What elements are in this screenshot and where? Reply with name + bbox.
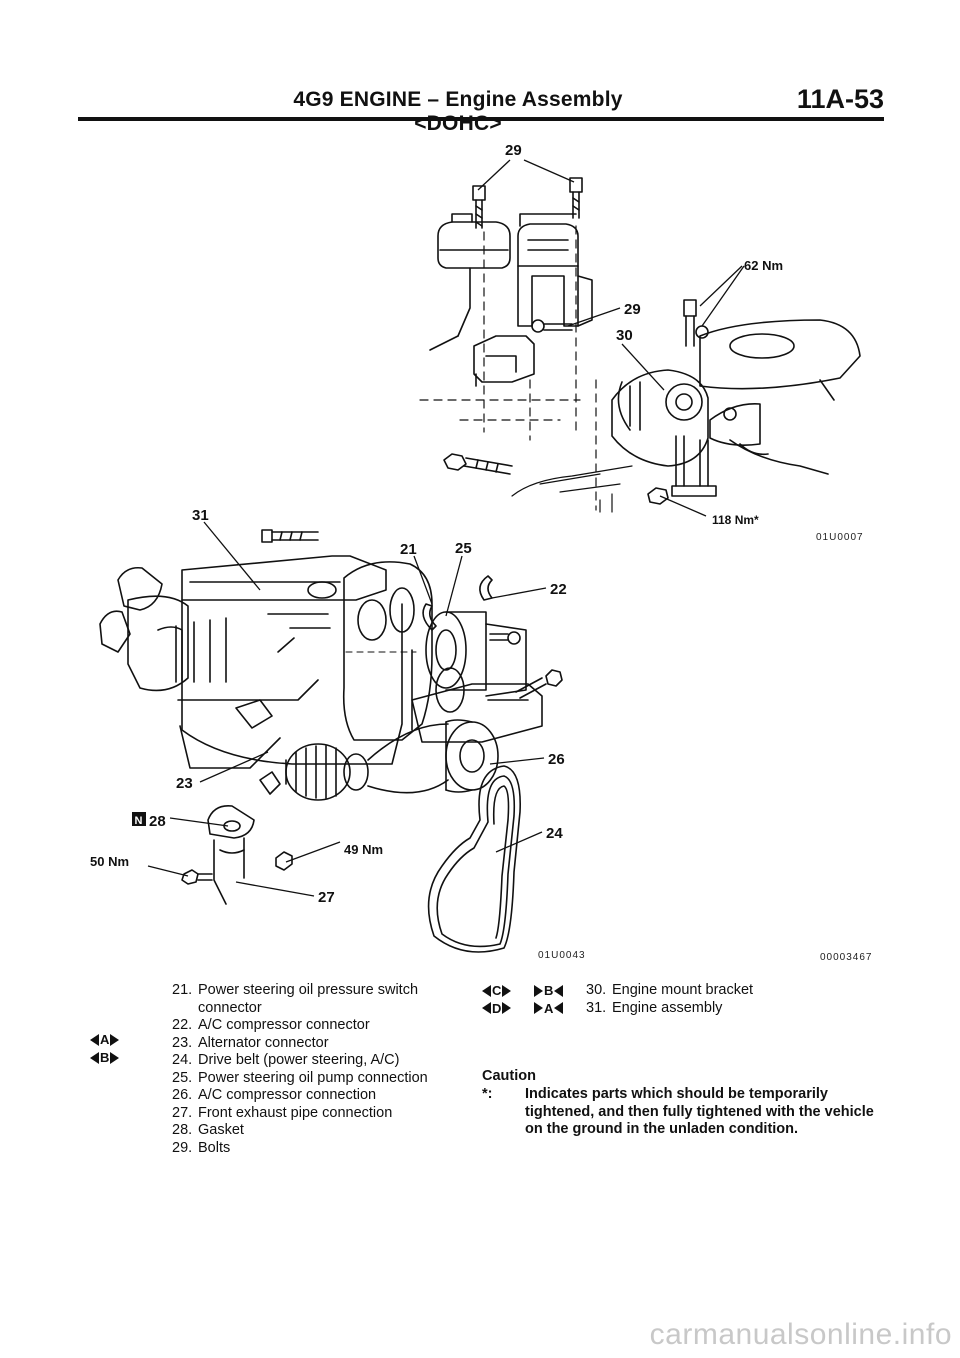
bolt-29-left bbox=[472, 185, 486, 229]
arrow-left-icon bbox=[90, 1051, 99, 1064]
callout-25: 25 bbox=[455, 540, 472, 557]
engine-mount-bracket bbox=[611, 369, 709, 467]
service-mark-b: B bbox=[90, 1050, 120, 1065]
removal-mark: D bbox=[482, 1000, 534, 1018]
callout-31: 31 bbox=[192, 507, 209, 524]
torque-50-nm: 50 Nm bbox=[90, 854, 129, 869]
service-mark-a: A bbox=[90, 1032, 120, 1047]
n-mark-box bbox=[132, 812, 146, 826]
arrow-right-icon bbox=[110, 1033, 120, 1046]
nut-118 bbox=[647, 487, 669, 505]
arrow-left-icon bbox=[482, 984, 491, 997]
mount-studs-lower bbox=[671, 435, 717, 497]
bolt-50 bbox=[181, 869, 213, 885]
engine-top-outline bbox=[511, 465, 633, 513]
watermark-url: carmanualsonline.info bbox=[649, 1318, 952, 1351]
caution-note: *: Indicates parts which should be tempo… bbox=[482, 1086, 882, 1139]
page-number: 11A-53 bbox=[796, 84, 884, 114]
installation-mark: B bbox=[534, 982, 586, 1000]
ps-pump-bracket bbox=[517, 213, 593, 327]
arrow-right-icon bbox=[110, 1051, 120, 1064]
figure-ref-page: 00003467 bbox=[820, 952, 873, 963]
bolt-29-side bbox=[531, 319, 573, 333]
list-item: 22.A/C compressor connector bbox=[172, 1017, 370, 1033]
long-bolt-engine-mount bbox=[443, 453, 513, 475]
n-mark-letter: N bbox=[135, 815, 143, 827]
bolt-near-22 bbox=[489, 631, 521, 645]
arrow-right-icon bbox=[502, 984, 512, 997]
exhaust-pipe-flange bbox=[207, 804, 255, 905]
cylinder-head bbox=[181, 555, 387, 629]
parts-legend-right: C B 30. Engine mount bracket D A 31. Eng… bbox=[482, 982, 892, 1017]
torque-62-nm: 62 Nm bbox=[744, 258, 783, 273]
list-item: 23.Alternator connector bbox=[172, 1034, 329, 1051]
callout-29-side: 29 bbox=[624, 301, 641, 318]
arrow-left-icon bbox=[90, 1033, 99, 1046]
bolt-31 bbox=[261, 529, 319, 543]
arrow-left-icon bbox=[554, 1002, 564, 1015]
arrow-right-icon bbox=[502, 1002, 512, 1015]
header-rule bbox=[78, 117, 884, 121]
dashed-guides-upper bbox=[419, 225, 597, 511]
callout-22: 22 bbox=[550, 581, 567, 598]
callout-29-top: 29 bbox=[505, 142, 522, 159]
parts-legend-left: 21.Power steering oil pressure switch co… bbox=[172, 982, 472, 1157]
list-item: 29.Bolts bbox=[172, 1139, 231, 1156]
caution-heading: Caution bbox=[482, 1068, 536, 1084]
list-item: D A 31. Engine assembly bbox=[482, 1000, 892, 1018]
callout-23: 23 bbox=[176, 775, 193, 792]
figure-ref-upper: 01U0007 bbox=[816, 532, 864, 543]
drive-belt bbox=[427, 765, 521, 953]
mount-insulator-body bbox=[699, 319, 861, 475]
list-item: 28.Gasket bbox=[172, 1122, 244, 1138]
leader-lines bbox=[147, 159, 745, 897]
arrow-left-icon bbox=[554, 984, 564, 997]
timing-belt-cover bbox=[342, 561, 433, 741]
list-item: 26.A/C compressor connection bbox=[172, 1087, 377, 1103]
service-marks-left: A B bbox=[90, 1032, 120, 1068]
list-item: C B 30. Engine mount bracket bbox=[482, 982, 892, 1000]
caution-text: Indicates parts which should be temporar… bbox=[525, 1086, 874, 1137]
arrow-right-icon bbox=[534, 984, 543, 997]
callout-24: 24 bbox=[546, 825, 563, 842]
arrow-right-icon bbox=[534, 1002, 543, 1015]
figure-ref-lower: 01U0043 bbox=[538, 950, 586, 961]
list-item: 21.Power steering oil pressure switch co… bbox=[172, 982, 419, 1016]
removal-mark: C bbox=[482, 982, 534, 1000]
list-item: 25.Power steering oil pump connection bbox=[172, 1069, 428, 1086]
torque-118-nm: 118 Nm* bbox=[712, 513, 759, 527]
callout-21: 21 bbox=[400, 541, 417, 558]
ps-reservoir bbox=[429, 213, 511, 351]
torque-49-nm: 49 Nm bbox=[344, 842, 383, 857]
crank-pulley bbox=[435, 667, 499, 793]
ac-compressor-bracket bbox=[411, 683, 543, 743]
caution-star: *: bbox=[482, 1086, 493, 1102]
callout-28: 28 bbox=[149, 813, 166, 830]
list-item: 27.Front exhaust pipe connection bbox=[172, 1104, 393, 1121]
ps-pressure-switch-bracket bbox=[473, 335, 535, 387]
callout-30: 30 bbox=[616, 327, 633, 344]
callout-26: 26 bbox=[548, 751, 565, 768]
engine-assembly-diagram: 29 29 30 62 Nm 118 Nm* 31 21 25 22 26 24… bbox=[90, 142, 861, 953]
installation-mark: A bbox=[534, 1000, 586, 1018]
callout-27: 27 bbox=[318, 889, 335, 906]
connector-22 bbox=[479, 575, 493, 601]
intake-manifold bbox=[99, 566, 319, 701]
engine-block bbox=[179, 599, 403, 769]
ps-pump-pulley bbox=[425, 611, 527, 697]
connector-21 bbox=[422, 603, 437, 631]
alternator bbox=[259, 723, 449, 801]
nut-49 bbox=[275, 851, 293, 871]
list-item: 24.Drive belt (power steering, A/C) bbox=[172, 1052, 400, 1068]
bolt-29-right bbox=[569, 177, 583, 219]
arrow-left-icon bbox=[482, 1002, 491, 1015]
